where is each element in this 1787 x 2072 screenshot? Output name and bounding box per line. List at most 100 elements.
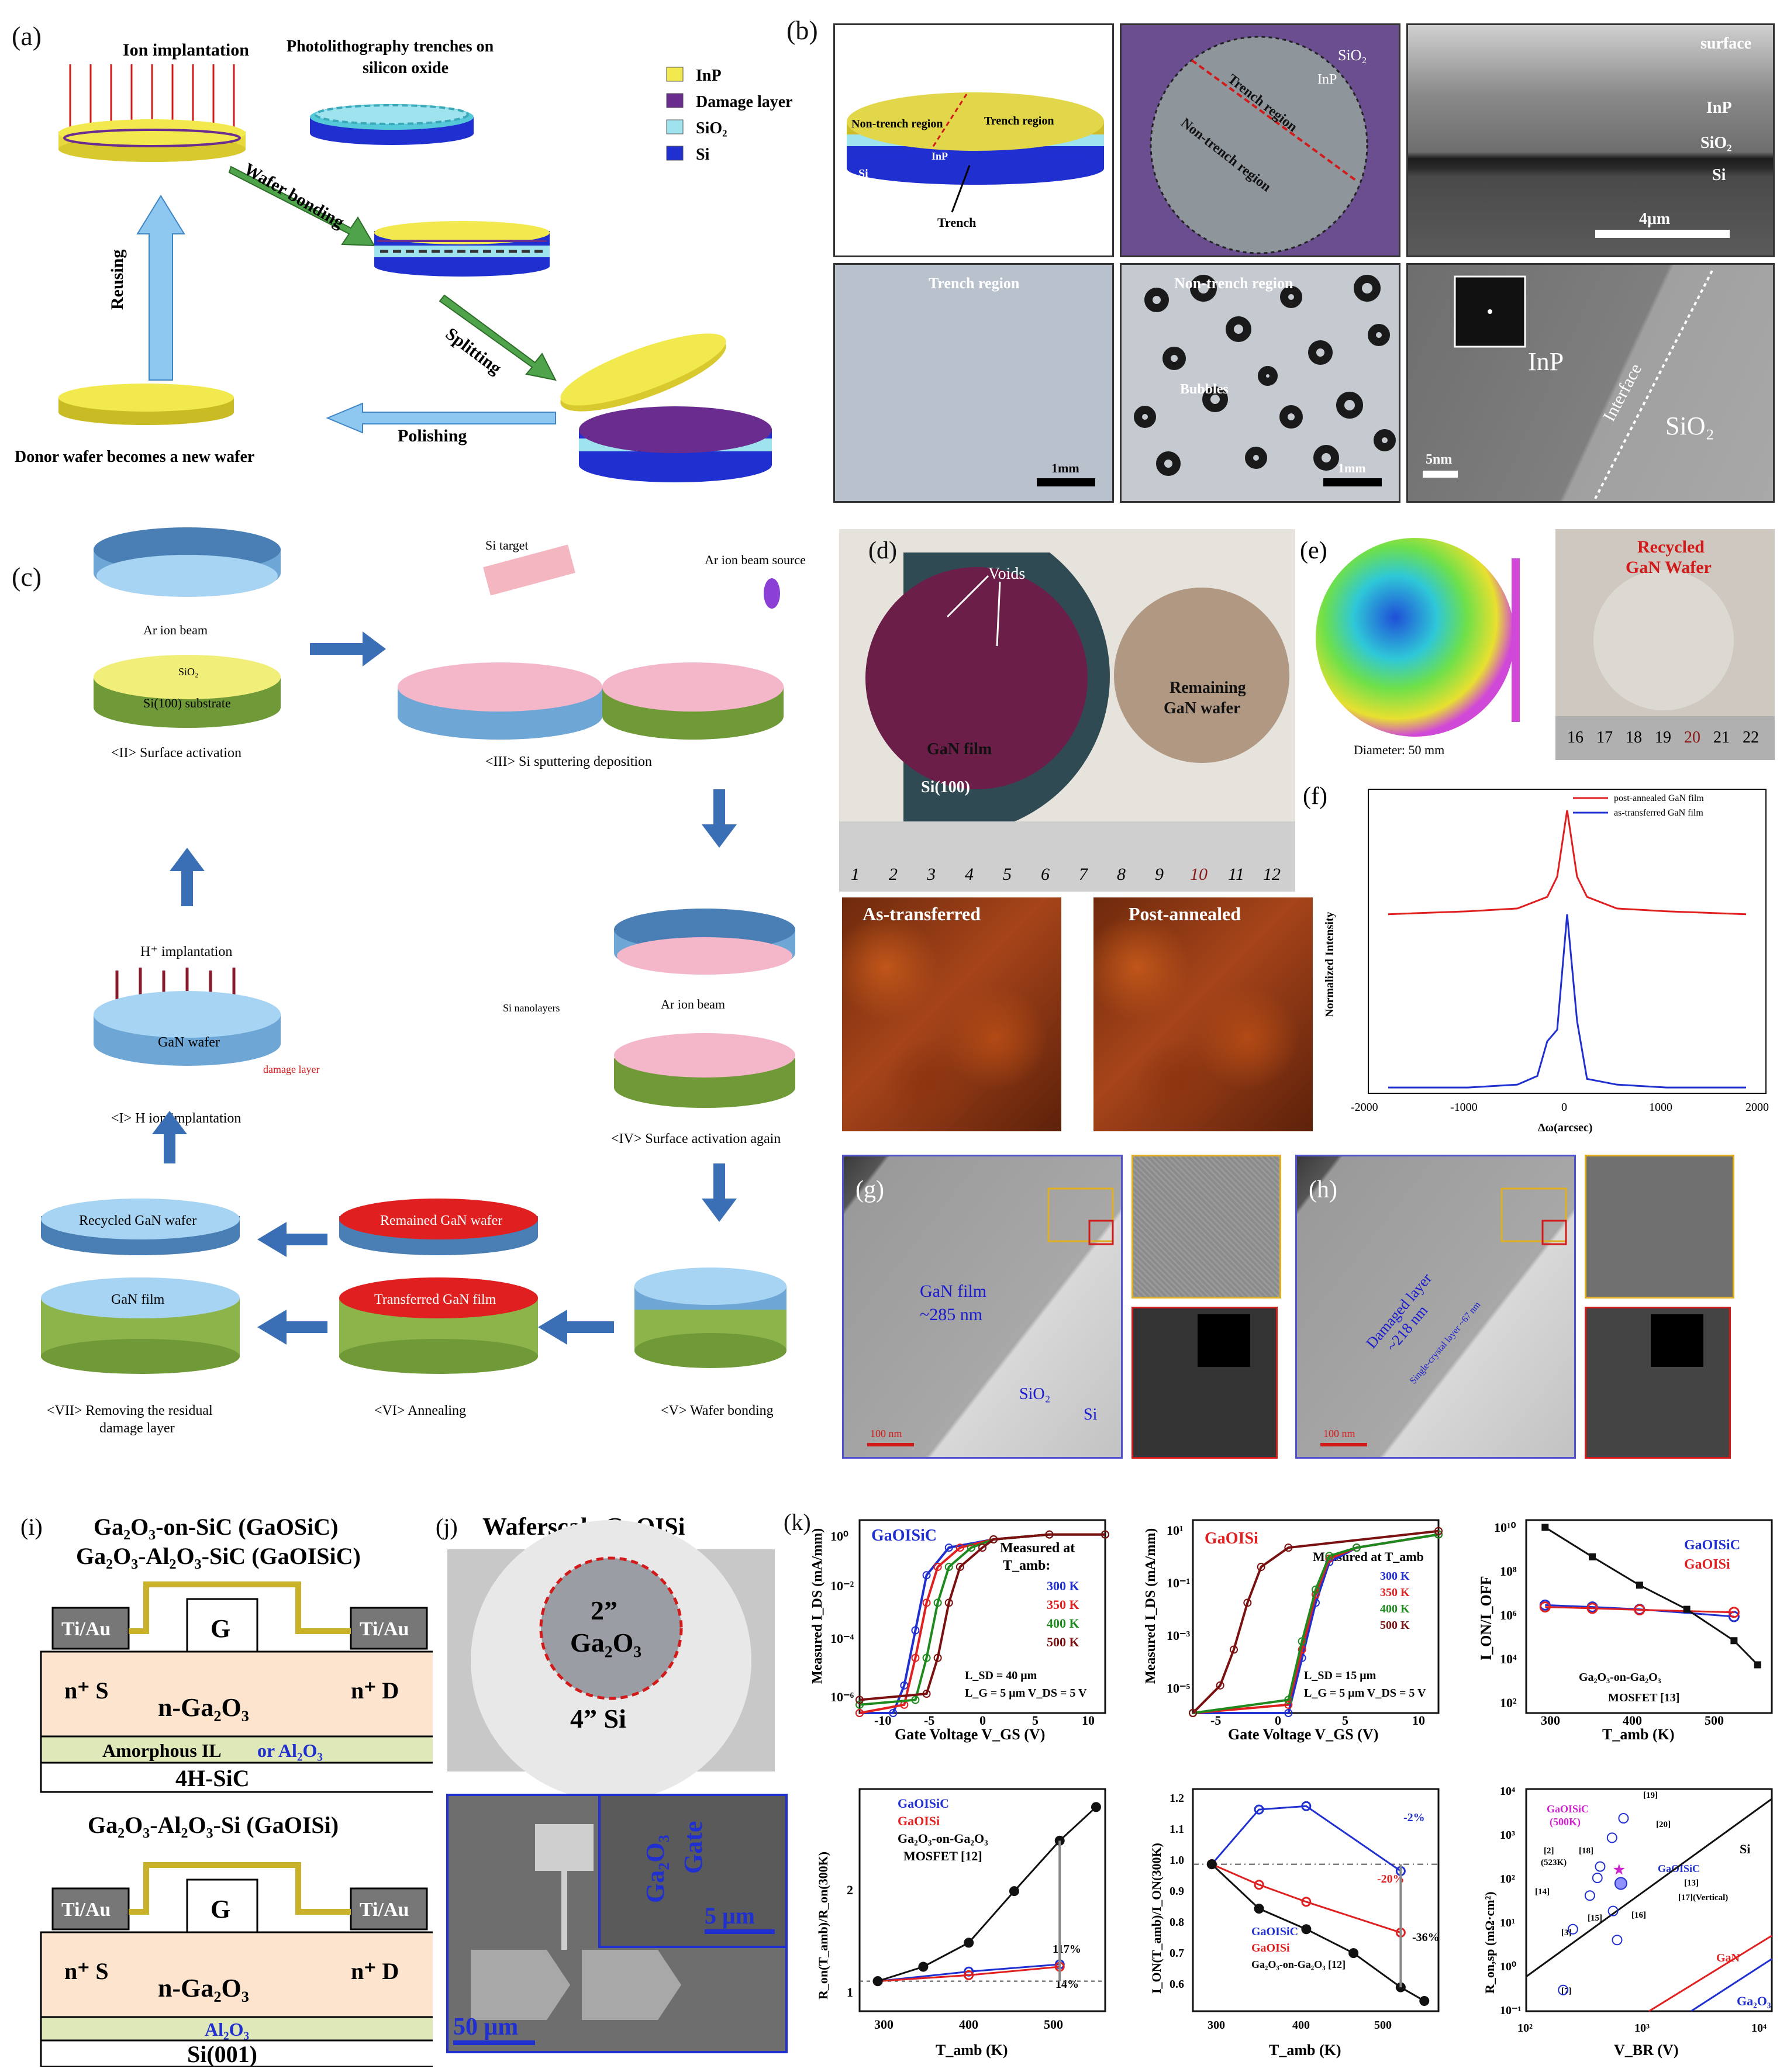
c-gan-film: GaN film bbox=[111, 1292, 165, 1307]
device-gaosic bbox=[40, 1581, 440, 1793]
k1-point-3-1 bbox=[922, 1690, 931, 1698]
svg-text:500 K: 500 K bbox=[1380, 1619, 1410, 1632]
k3-point-1-2 bbox=[1634, 1604, 1645, 1616]
b-trench-text: Trench region bbox=[984, 115, 1054, 127]
svg-text:GaOISi: GaOISi bbox=[1684, 1557, 1730, 1572]
k5-point-2-2 bbox=[1301, 1924, 1312, 1935]
svg-text:GaOISiC: GaOISiC bbox=[898, 1796, 949, 1811]
b5-bubbles-label: Bubbles bbox=[1180, 382, 1229, 397]
k4-point-1-1 bbox=[964, 1970, 974, 1980]
svg-text:T_amb (K): T_amb (K) bbox=[936, 2042, 1008, 2059]
svg-text:1000: 1000 bbox=[1649, 1101, 1672, 1114]
g-scale: 100 nm bbox=[870, 1428, 902, 1439]
trench-wafer bbox=[310, 104, 474, 145]
b5-title: Non-trench region bbox=[1174, 275, 1293, 292]
k6-star: ★ bbox=[1612, 1862, 1626, 1878]
f-series-0 bbox=[1388, 810, 1747, 916]
svg-text:5 μm: 5 μm bbox=[705, 1902, 755, 1929]
b-nontrench-bubbles: Non-trench region Bubbles 1mm bbox=[1120, 263, 1400, 503]
svg-text:[18]: [18] bbox=[1579, 1846, 1593, 1856]
f-label: (f) bbox=[1303, 783, 1327, 810]
svg-text:2”: 2” bbox=[591, 1596, 617, 1625]
svg-text:2: 2 bbox=[889, 865, 898, 884]
svg-text:50 μm: 50 μm bbox=[453, 2014, 518, 2040]
k1-point-0-4 bbox=[922, 1571, 931, 1580]
svg-text:T_amb:: T_amb: bbox=[1003, 1558, 1050, 1573]
svg-text:[20]: [20] bbox=[1656, 1820, 1671, 1829]
reusing-arrow bbox=[136, 195, 185, 381]
k3-point-2-4 bbox=[1730, 1637, 1738, 1645]
step3-wafers bbox=[398, 662, 784, 740]
h-label: (h) bbox=[1309, 1176, 1337, 1203]
k1-point-1-3 bbox=[922, 1598, 931, 1607]
k2-point-2-6 bbox=[1434, 1530, 1443, 1539]
e-recycled-2: GaN Wafer bbox=[1626, 558, 1712, 577]
svg-text:10⁻⁵: 10⁻⁵ bbox=[1167, 1681, 1191, 1695]
step4-wafers bbox=[614, 909, 795, 1108]
k4-series-1 bbox=[878, 1966, 1060, 1983]
panel-k: GaOISiC Measured at T_amb: 300 K 350 K 4… bbox=[801, 1508, 1787, 2069]
k6-ref-point-6 bbox=[1558, 1984, 1569, 1995]
svg-text:1: 1 bbox=[851, 865, 860, 884]
step2-bottom-wafer bbox=[94, 655, 281, 728]
wafer-bonding-label: Wafer bonding bbox=[241, 159, 348, 232]
reusing-label: Reusing bbox=[108, 250, 127, 310]
h-zoom-1 bbox=[1585, 1155, 1734, 1299]
i-title2: Ga₂O₃-Al₂O₃-SiC (GaOISiC) bbox=[76, 1543, 361, 1569]
svg-text:10⁻¹: 10⁻¹ bbox=[1500, 2004, 1522, 2017]
svg-text:500: 500 bbox=[1705, 1713, 1724, 1728]
svg-text:-2%: -2% bbox=[1403, 1811, 1425, 1824]
svg-text:n-Ga₂O₃: n-Ga₂O₃ bbox=[158, 1974, 249, 2002]
svg-text:Ga₂O₃-on-Ga₂O₃: Ga₂O₃-on-Ga₂O₃ bbox=[898, 1831, 988, 1846]
svg-text:Si: Si bbox=[1740, 1842, 1750, 1856]
photolithography-label-1: Photolithography trenches on bbox=[287, 37, 494, 56]
svg-text:10⁻⁴: 10⁻⁴ bbox=[830, 1631, 854, 1646]
d-remaining-2: GaN wafer bbox=[1164, 699, 1240, 717]
svg-text:Al₂O₃: Al₂O₃ bbox=[205, 2019, 249, 2040]
k5-point-2-1 bbox=[1254, 1904, 1264, 1914]
implant-arrows bbox=[69, 64, 235, 129]
svg-text:10²: 10² bbox=[1500, 1695, 1517, 1710]
svg-text:[19]: [19] bbox=[1643, 1791, 1658, 1800]
thickness-map bbox=[1316, 538, 1515, 737]
k2-point-3-2 bbox=[1230, 1645, 1238, 1654]
panel-a: (a) Ion implantation Photolithography tr… bbox=[0, 0, 830, 514]
svg-text:[14]: [14] bbox=[1535, 1887, 1550, 1897]
panel-b: Non-trench region Trench region InP Si T… bbox=[833, 23, 1775, 509]
svg-text:300: 300 bbox=[1541, 1713, 1560, 1728]
2inch-ga2o3 bbox=[539, 1556, 683, 1700]
k3-point-2-3 bbox=[1683, 1605, 1691, 1613]
svg-text:0.7: 0.7 bbox=[1170, 1947, 1184, 1960]
k1-point-3-5 bbox=[978, 1543, 986, 1552]
svg-text:n-Ga₂O₃: n-Ga₂O₃ bbox=[158, 1693, 249, 1722]
donor-wafer-label: Donor wafer becomes a new wafer bbox=[15, 448, 254, 466]
svg-text:10¹: 10¹ bbox=[1167, 1523, 1184, 1538]
b3-sio2: SiO₂ bbox=[1700, 134, 1732, 152]
svg-text:Measured at: Measured at bbox=[1000, 1541, 1075, 1556]
svg-text:[15]: [15] bbox=[1588, 1914, 1602, 1923]
svg-text:-10: -10 bbox=[874, 1713, 891, 1728]
afm-as-transferred bbox=[842, 897, 1061, 1131]
c-remained: Remained GaN wafer bbox=[380, 1213, 502, 1228]
e-recycled-1: Recycled bbox=[1637, 537, 1705, 557]
svg-text:400 K: 400 K bbox=[1380, 1603, 1410, 1615]
g-thick: ~285 nm bbox=[920, 1305, 982, 1324]
k1-point-0-1 bbox=[889, 1709, 898, 1717]
legend-inp: InP bbox=[696, 67, 722, 85]
c-ar-beam: Ar ion beam bbox=[143, 623, 208, 637]
svg-text:10: 10 bbox=[1190, 865, 1208, 884]
svg-text:Ga₂O₃: Ga₂O₃ bbox=[1737, 1994, 1771, 2008]
c-step7b: damage layer bbox=[99, 1421, 175, 1436]
k1-point-2-3 bbox=[933, 1598, 942, 1607]
step6-remained bbox=[339, 1199, 538, 1255]
svg-text:L_SD = 40 μm: L_SD = 40 μm bbox=[965, 1669, 1037, 1682]
panel-g-tem: (g) GaN film ~285 nm SiO₂ Si 100 nm bbox=[842, 1155, 1123, 1459]
svg-text:(500K): (500K) bbox=[1550, 1816, 1581, 1828]
c-arrow-2-3 bbox=[310, 631, 386, 667]
k1-point-1-4 bbox=[933, 1563, 942, 1572]
k5-point-1-1 bbox=[1254, 1880, 1264, 1890]
k2-point-2-3 bbox=[1312, 1585, 1320, 1594]
svg-text:Amorphous IL: Amorphous IL bbox=[102, 1740, 222, 1761]
step7-recycled bbox=[41, 1199, 240, 1255]
